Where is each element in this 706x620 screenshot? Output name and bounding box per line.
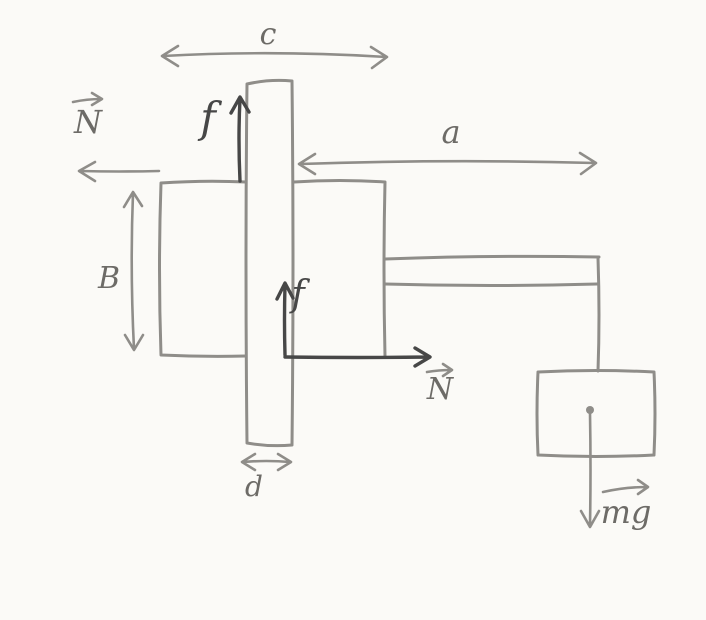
- hanging-mass: [535, 369, 657, 458]
- b-dimension-arrow: [122, 190, 145, 352]
- vertical-beam: [244, 78, 295, 448]
- normal-force-left-arrow: [77, 160, 161, 183]
- horizontal-bar: [383, 254, 601, 373]
- n-right-label: N: [426, 372, 455, 407]
- weight-attachment-dot: [586, 406, 594, 414]
- weight-arrow: [579, 411, 601, 529]
- friction-mid-arrow: [275, 281, 295, 357]
- f-mid-label: f: [288, 274, 310, 315]
- c-dimension-label: c: [260, 17, 277, 52]
- d-dimension-label: d: [245, 470, 263, 503]
- d-dimension-arrow: [240, 452, 293, 472]
- friction-top-arrow: [229, 95, 251, 183]
- b-dimension-label: B: [97, 261, 120, 296]
- normal-force-right-arrow: [283, 346, 432, 368]
- right-block: [292, 179, 387, 358]
- n-left-label: N: [73, 103, 103, 141]
- mg-vector-icon: [601, 478, 650, 496]
- n-left-vector-icon: [71, 91, 104, 107]
- a-dimension-arrow: [297, 151, 598, 176]
- a-dimension-label: a: [441, 113, 460, 151]
- left-block: [158, 179, 248, 358]
- f-top-label: f: [197, 93, 222, 142]
- c-dimension-arrow: [160, 44, 389, 70]
- mg-label: mg: [601, 493, 652, 531]
- n-right-vector-icon: [425, 362, 454, 378]
